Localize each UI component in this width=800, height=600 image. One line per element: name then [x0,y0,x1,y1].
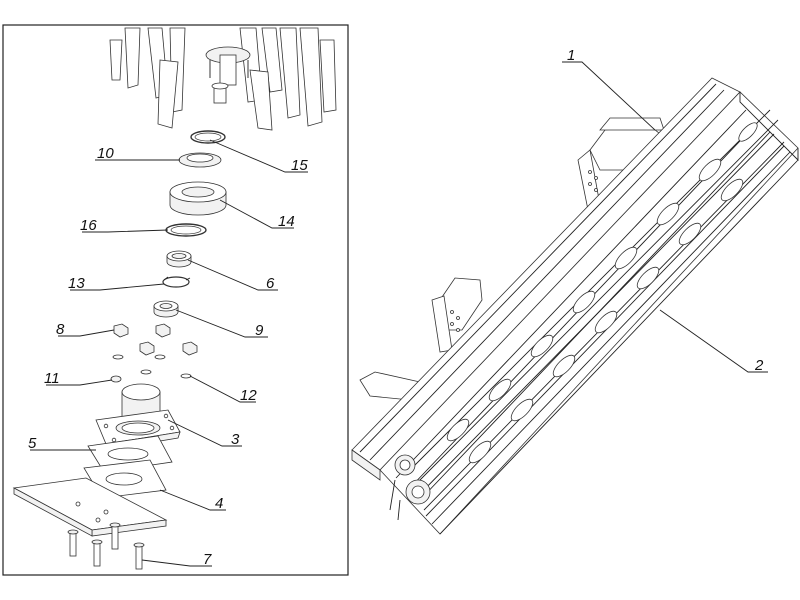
part-8-nuts [113,323,198,356]
label-3: 3 [231,431,240,448]
label-1: 1 [567,47,575,64]
part-6-ring [166,250,192,268]
label-15: 15 [291,157,308,174]
part-12-washers [112,354,192,379]
leader-lines-right [562,61,768,373]
exploded-view-frame [2,24,349,576]
part-labels: 1 2 3 4 5 6 7 8 9 10 11 12 13 14 15 16 [28,47,764,568]
end-caps [389,454,431,521]
label-12: 12 [240,387,257,404]
label-9: 9 [255,322,264,339]
label-13: 13 [68,275,85,292]
label-6: 6 [266,275,275,292]
part-10-seal [178,152,222,168]
leader-lines-left [30,139,308,567]
part-9-nut [153,300,179,318]
shaft [205,46,251,104]
part-13-lock-washer [162,276,191,288]
part-14-bearing [169,181,227,216]
part-11-nut [110,375,122,383]
label-11: 11 [44,370,60,387]
label-2: 2 [754,357,764,374]
label-16: 16 [80,217,97,234]
label-5: 5 [28,435,37,452]
label-4: 4 [215,495,223,512]
part-16-circlip [165,223,207,237]
label-14: 14 [278,213,295,230]
base-plate [12,477,168,537]
label-10: 10 [97,145,114,162]
label-7: 7 [203,551,212,568]
rotor-housing [351,77,799,535]
assembly-view [351,61,799,535]
part-15-circlip [190,130,226,144]
roller-tubes [409,109,785,511]
exploded-view [12,27,337,570]
part-7-bolts [67,522,145,570]
label-8: 8 [56,321,65,338]
rotor-tines [109,27,337,131]
